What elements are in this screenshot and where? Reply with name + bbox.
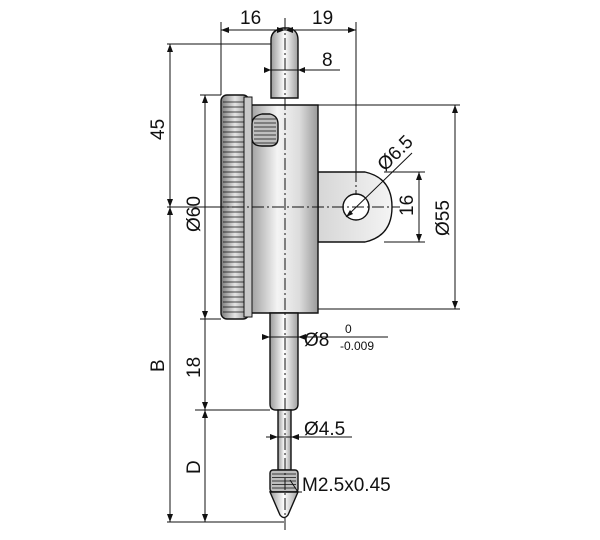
limit-knob: [251, 113, 279, 147]
dim-19-top: 19: [312, 8, 333, 29]
indicator-body-group: [220, 27, 393, 519]
dim-16-top: 16: [240, 8, 261, 29]
limit-knob-knurling: [254, 118, 276, 144]
dim-stem-tol-upper: 0: [345, 322, 352, 336]
dim-letter-d: D: [184, 460, 205, 474]
dim-lug-16: 16: [397, 195, 418, 216]
contact-point-tip: [268, 491, 300, 519]
dim-letter-b: B: [148, 359, 169, 372]
dim-45: 45: [148, 119, 169, 140]
mounting-stem: [269, 312, 299, 411]
contact-nut-knurling: [272, 473, 296, 489]
dim-back-dia: Ø55: [433, 200, 454, 236]
dim-spindle-dia: Ø4.5: [304, 419, 345, 440]
dim-stem-tol-lower: -0.009: [340, 339, 374, 353]
dim-bezel-dia: Ø60: [184, 196, 205, 232]
dim-18: 18: [184, 357, 205, 378]
dim-stem-dia: Ø8: [304, 330, 329, 351]
bezel-knurling: [223, 101, 244, 313]
dim-contact-thread: M2.5x0.45: [302, 475, 391, 496]
dim-8: 8: [322, 50, 333, 71]
